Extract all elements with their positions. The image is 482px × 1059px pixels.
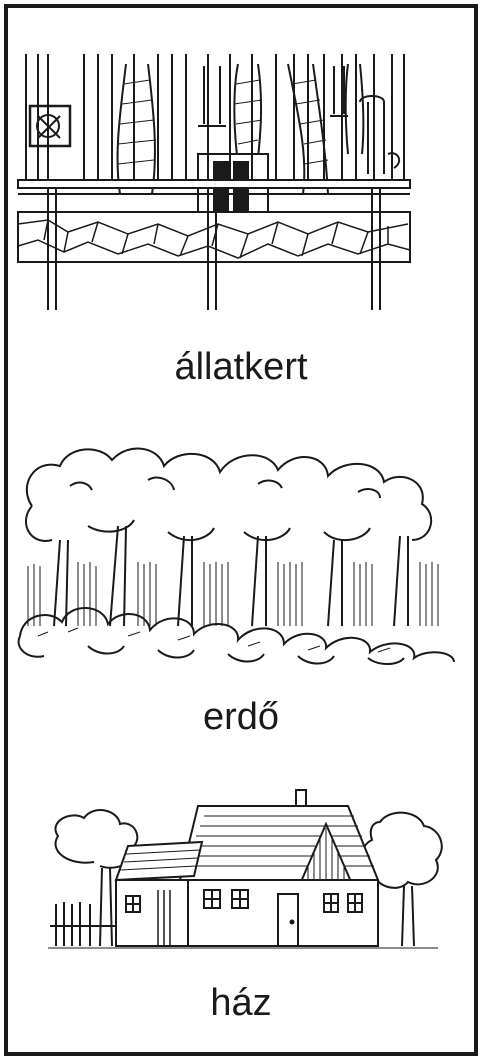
zoo-cage-drawing-icon — [17, 54, 411, 310]
caption-forest: erdő — [202, 696, 280, 738]
house-drawing-icon — [48, 789, 443, 949]
caption-zoo: állatkert — [174, 346, 308, 388]
forest-scene — [8, 436, 474, 668]
vocabulary-card: állatkert erdő — [4, 4, 478, 1056]
zoo-scene — [8, 54, 474, 310]
forest-drawing-icon — [17, 447, 455, 665]
caption-house: ház — [210, 982, 272, 1024]
house-scene — [8, 776, 474, 956]
